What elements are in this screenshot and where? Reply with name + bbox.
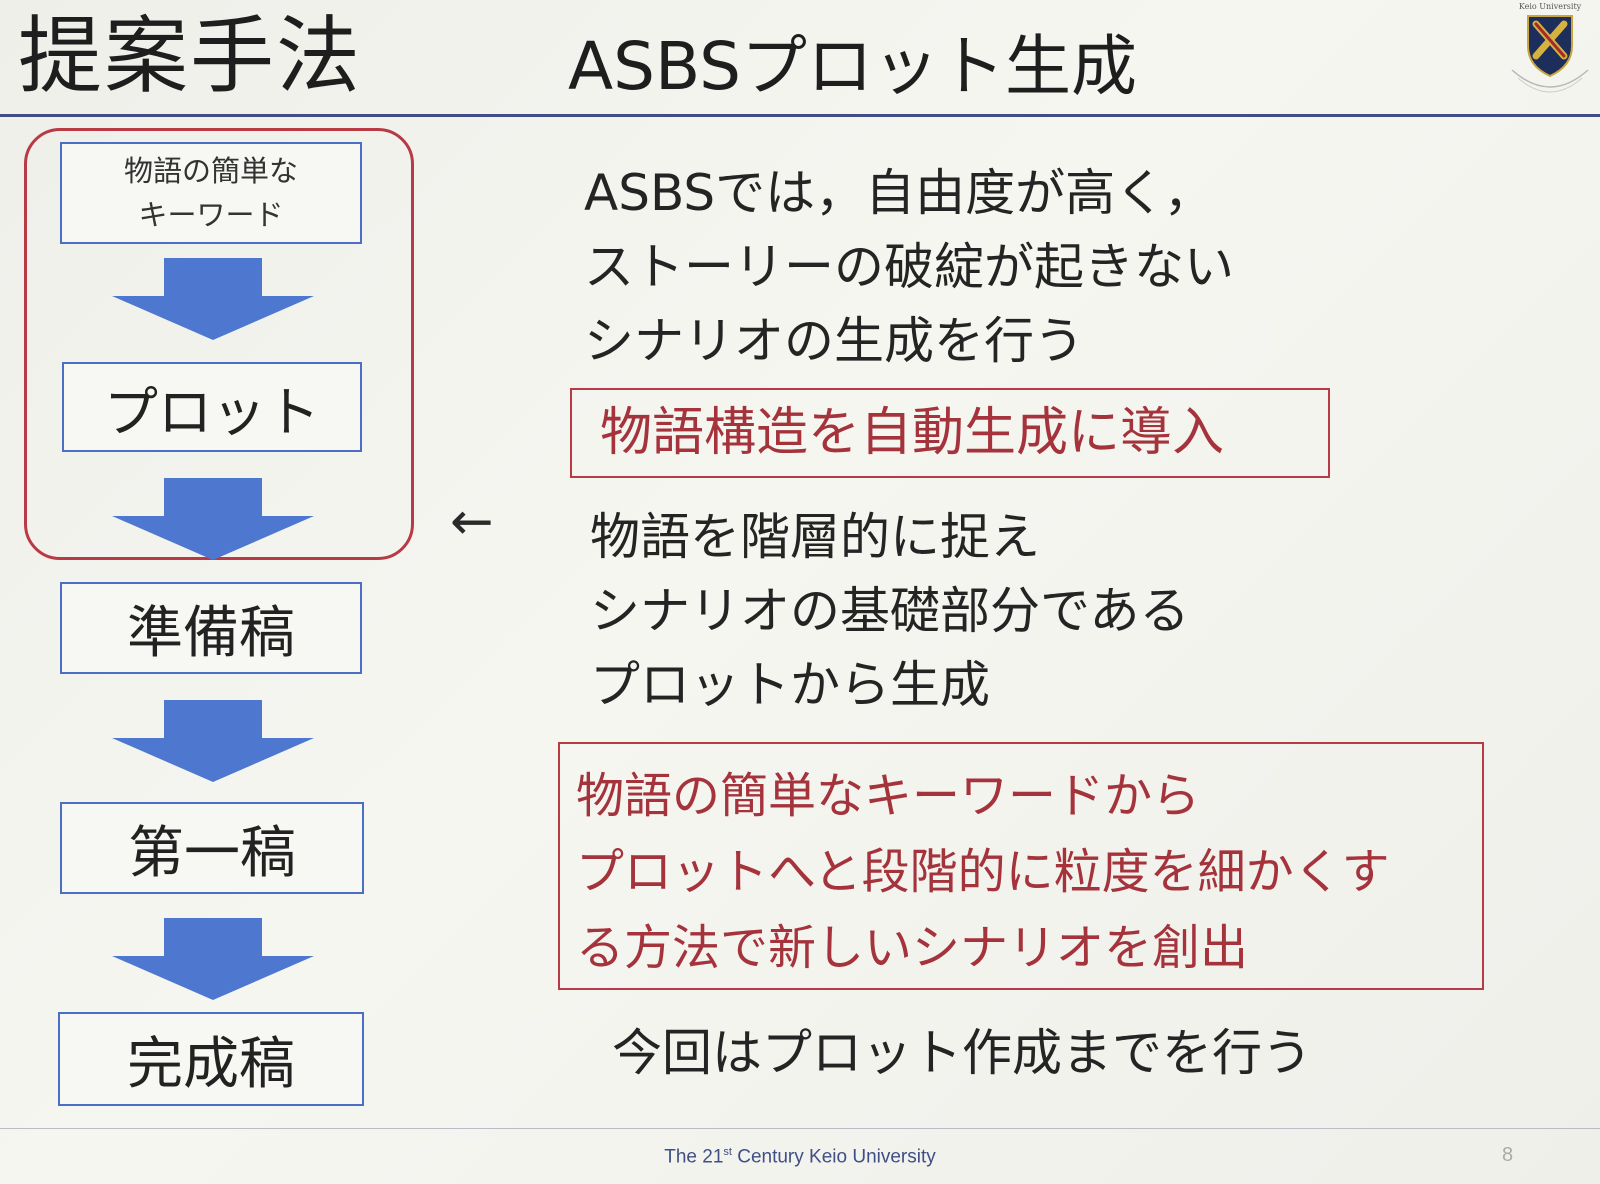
footer-text: The 21st Century Keio University [664, 1146, 936, 1168]
highlight-line: プロットへと段階的に粒度を細かくす [576, 844, 1390, 900]
university-logo: Keio University [1502, 0, 1598, 110]
page-number: 8 [1502, 1144, 1514, 1166]
detail-line: シナリオの基礎部分である [590, 582, 1190, 640]
logo-caption: Keio University [1518, 2, 1582, 11]
flow-step-first-draft: 第一稿 [60, 802, 364, 894]
down-arrow-icon [112, 258, 314, 340]
left-arrow-icon: ← [450, 492, 494, 552]
footer-divider [0, 1128, 1600, 1129]
flow-step-keyword: 物語の簡単な キーワード [60, 142, 362, 244]
intro-text: ASBSでは，自由度が高く， ストーリーの破綻が起きない シナリオの生成を行う [584, 156, 1234, 378]
slide-subtitle: ASBSプロット生成 [568, 28, 1138, 105]
detail-line: 物語を階層的に捉え [590, 508, 1040, 566]
down-arrow-icon [112, 918, 314, 1000]
highlight-box-structure: 物語構造を自動生成に導入 [570, 388, 1330, 478]
title-divider [0, 114, 1600, 117]
flow-step-draft: 準備稿 [60, 582, 362, 674]
down-arrow-icon [112, 700, 314, 782]
flow-highlight-frame [24, 128, 414, 560]
flow-step-plot: プロット [62, 362, 362, 452]
scope-note: 今回はプロット作成までを行う [612, 1024, 1312, 1082]
intro-line: ストーリーの破綻が起きない [584, 238, 1234, 296]
highlight-line: る方法で新しいシナリオを創出 [576, 920, 1249, 976]
intro-line: ASBSでは，自由度が高く， [584, 164, 1214, 222]
crest-icon [1511, 15, 1589, 93]
down-arrow-icon [112, 478, 314, 560]
slide-title: 提案手法 [18, 7, 363, 105]
intro-line: シナリオの生成を行う [584, 312, 1084, 370]
highlight-line: 物語の簡単なキーワードから [576, 768, 1201, 824]
detail-text: 物語を階層的に捉え シナリオの基礎部分である プロットから生成 [590, 500, 1190, 722]
detail-line: プロットから生成 [590, 656, 990, 714]
highlight-box-method: 物語の簡単なキーワードから プロットへと段階的に粒度を細かくす る方法で新しいシ… [558, 742, 1484, 990]
flow-step-final: 完成稿 [58, 1012, 364, 1106]
